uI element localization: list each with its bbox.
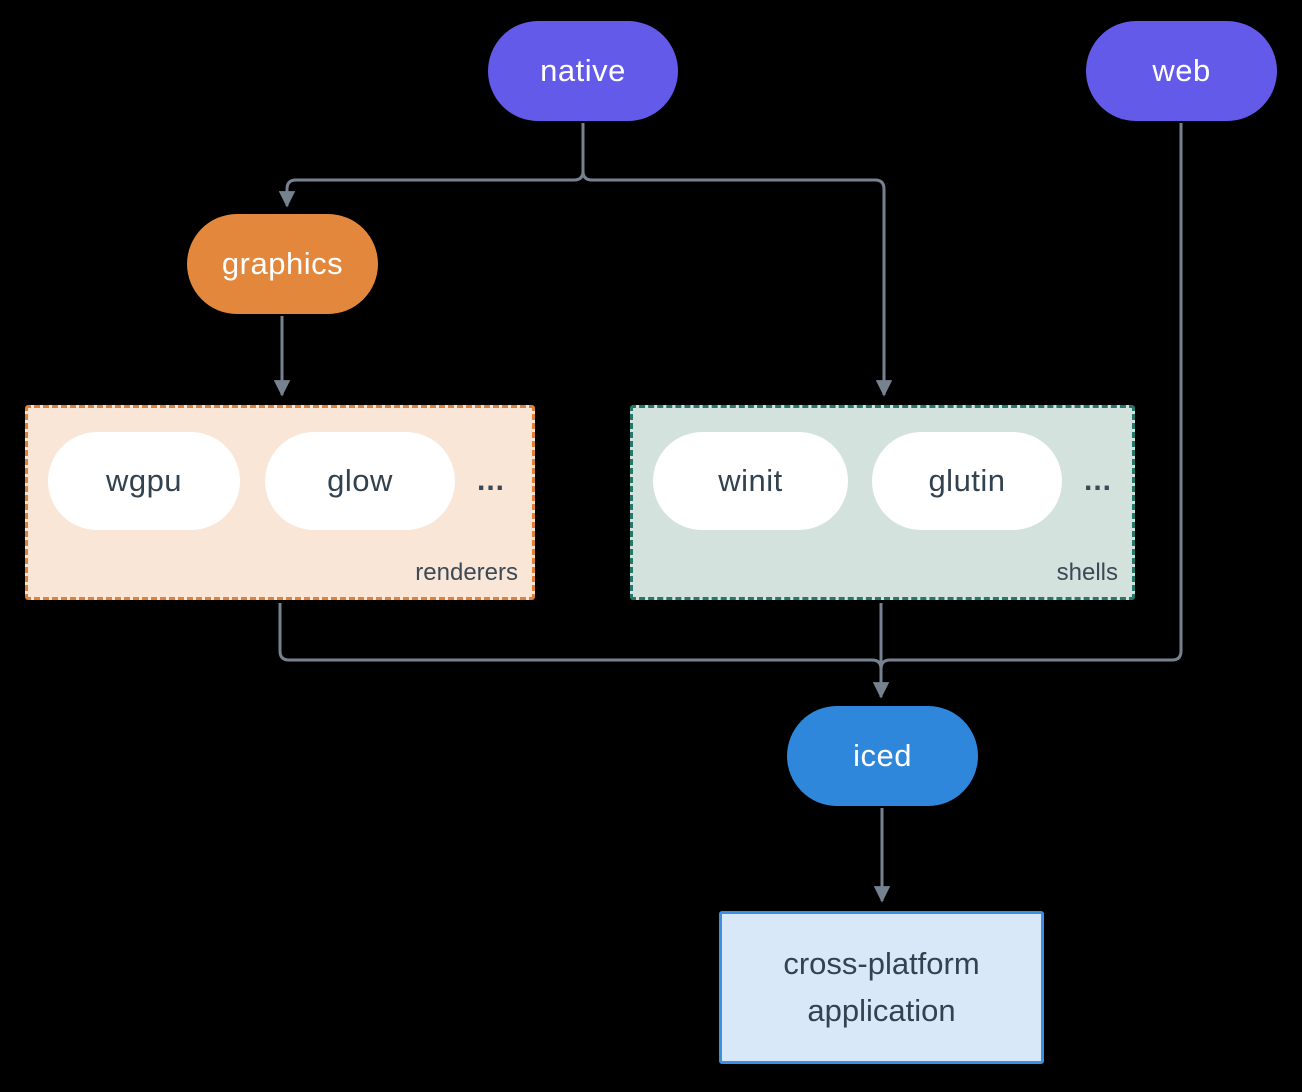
edge-native-graphics xyxy=(278,123,585,208)
node-iced-label: iced xyxy=(853,738,912,773)
node-application: cross-platform application xyxy=(719,911,1044,1064)
renderers-ellipsis: ... xyxy=(477,464,506,497)
node-application-line2: application xyxy=(807,992,956,1028)
node-native: native xyxy=(488,21,678,121)
group-renderers-label: renderers xyxy=(415,559,518,586)
node-winit: winit xyxy=(653,432,848,530)
node-glutin-label: glutin xyxy=(928,463,1006,498)
edge-native-shells xyxy=(581,170,893,397)
node-wgpu-label: wgpu xyxy=(105,463,183,498)
node-glow-label: glow xyxy=(327,463,393,498)
node-glow: glow xyxy=(265,432,455,530)
node-native-label: native xyxy=(540,53,626,88)
node-application-line1: cross-platform xyxy=(783,946,980,981)
node-winit-label: winit xyxy=(718,463,783,498)
node-graphics: graphics xyxy=(187,214,378,314)
node-web-label: web xyxy=(1152,53,1211,88)
node-iced: iced xyxy=(787,706,978,806)
group-shells-label: shells xyxy=(1056,559,1118,586)
node-web: web xyxy=(1086,21,1277,121)
node-wgpu: wgpu xyxy=(48,432,240,530)
edge-renderers-merge xyxy=(278,603,883,670)
node-graphics-label: graphics xyxy=(221,246,344,281)
node-glutin: glutin xyxy=(872,432,1062,530)
shells-ellipsis: ... xyxy=(1084,464,1113,497)
